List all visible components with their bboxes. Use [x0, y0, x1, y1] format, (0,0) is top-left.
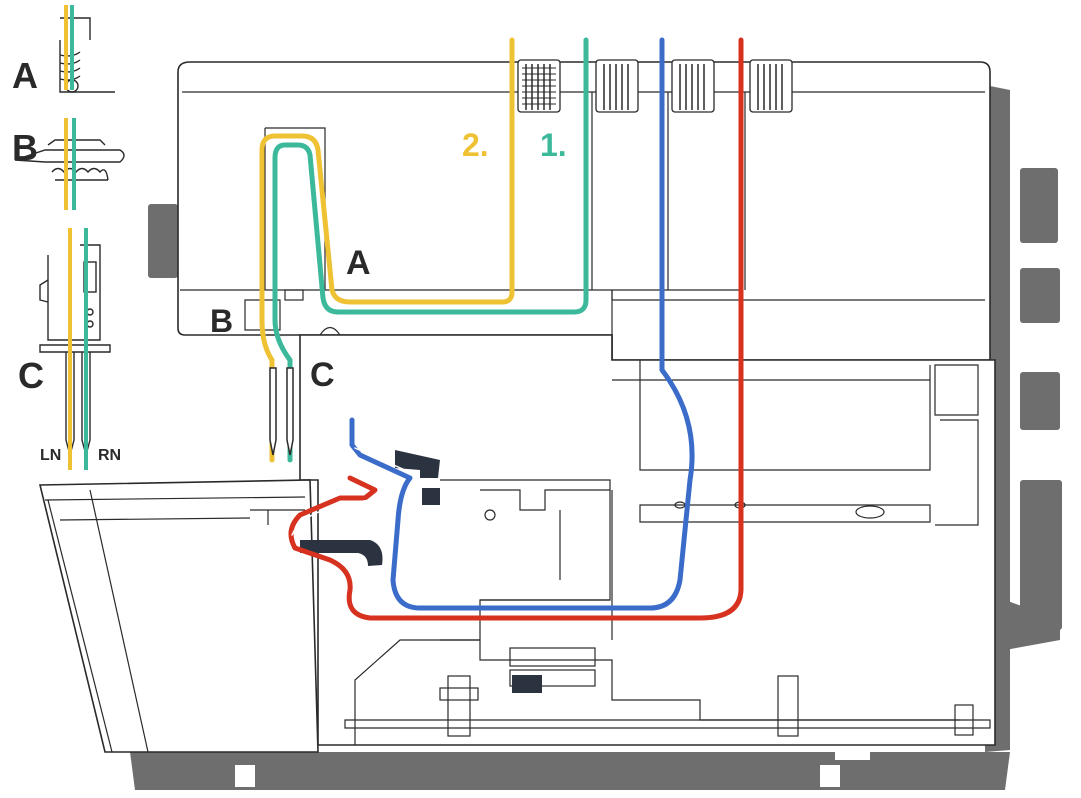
inset-b	[14, 118, 125, 210]
main-label-a: A	[346, 244, 371, 282]
inset-label-b: B	[12, 127, 38, 168]
tension-dial-1	[517, 59, 561, 113]
inset-a	[59, 5, 115, 93]
main-label-c: C	[310, 356, 335, 394]
thread-label-1: 1.	[540, 127, 567, 163]
inset-label-rn: RN	[98, 447, 121, 464]
yellow-thread	[259, 37, 515, 463]
loopers	[300, 450, 542, 693]
thread-paths	[259, 37, 744, 621]
tension-dial-3	[671, 59, 715, 113]
tension-dials	[517, 59, 793, 113]
machine-feet	[235, 765, 840, 787]
green-thread	[272, 37, 589, 463]
main-label-b: B	[210, 303, 233, 339]
inset-c	[39, 228, 111, 470]
inset-label-a: A	[12, 55, 38, 96]
tension-dial-2	[595, 59, 639, 113]
red-thread	[288, 37, 744, 621]
thread-label-2: 2.	[462, 127, 489, 163]
tension-dial-4	[749, 59, 793, 113]
inset-label-c: C	[18, 355, 44, 396]
main-needles	[269, 367, 294, 456]
upper-looper	[395, 450, 440, 478]
lower-looper	[300, 540, 383, 566]
blue-thread	[349, 37, 695, 611]
labels: A B C LN RN A B C 2. 1.	[12, 55, 567, 464]
inset-label-ln: LN	[40, 447, 61, 464]
